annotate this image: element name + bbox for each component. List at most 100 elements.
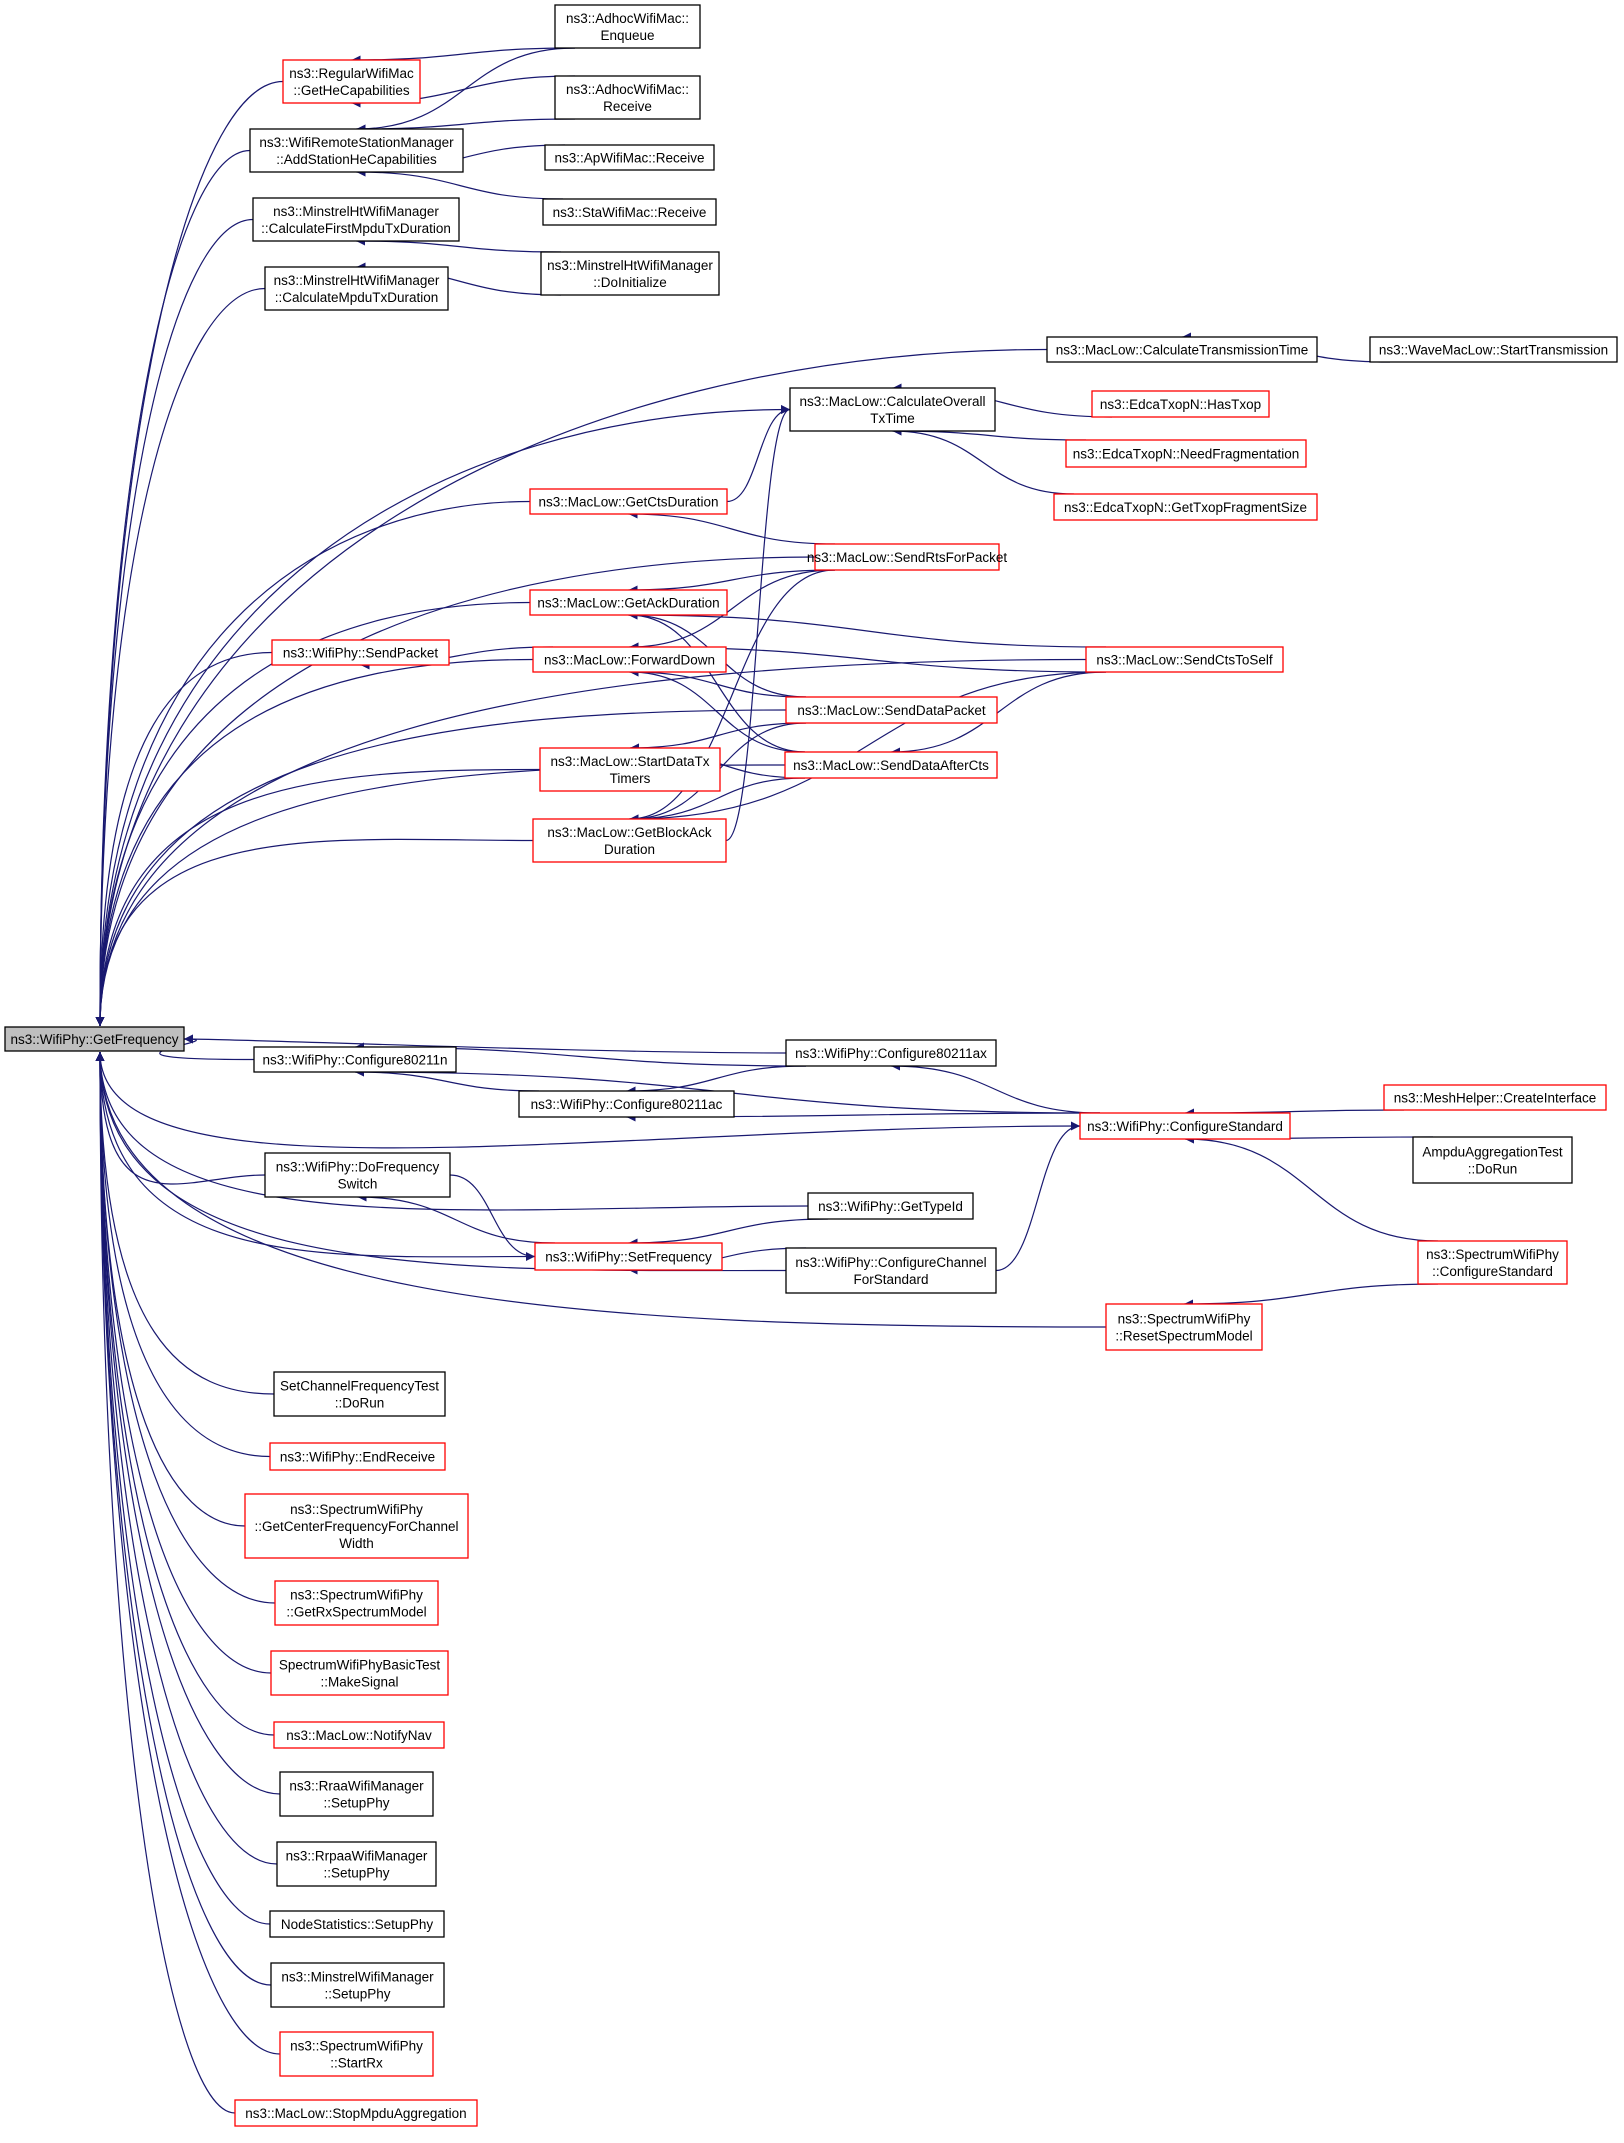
node-box[interactable]	[518, 1090, 735, 1118]
node-box[interactable]	[529, 589, 728, 616]
node-box[interactable]	[264, 1152, 451, 1198]
node-box[interactable]	[264, 266, 449, 311]
node-n11[interactable]: ns3::WaveMacLow::StartTransmission	[1369, 336, 1618, 363]
node-box[interactable]	[273, 1371, 446, 1417]
node-box[interactable]	[1417, 1240, 1568, 1285]
node-n16[interactable]: ns3::MacLow::GetCtsDuration	[529, 488, 728, 515]
node-n48[interactable]: ns3::SpectrumWifiPhy::StartRx	[279, 2031, 434, 2077]
node-box[interactable]	[269, 1442, 446, 1471]
node-box[interactable]	[1046, 336, 1318, 363]
node-n45[interactable]: ns3::RrpaaWifiManager::SetupPhy	[276, 1841, 437, 1887]
node-box[interactable]	[270, 1650, 449, 1696]
node-box[interactable]	[1085, 646, 1284, 673]
node-box[interactable]	[544, 144, 715, 171]
node-box[interactable]	[270, 1962, 445, 2008]
node-n24[interactable]: ns3::MacLow::SendDataAfterCts	[784, 751, 998, 779]
node-n3[interactable]: ns3::AdhocWifiMac::Receive	[554, 75, 701, 120]
node-n39[interactable]: ns3::WifiPhy::EndReceive	[269, 1442, 446, 1471]
node-box[interactable]	[1065, 439, 1307, 468]
node-box[interactable]	[807, 1192, 974, 1220]
node-box[interactable]	[785, 696, 998, 724]
node-box[interactable]	[554, 75, 701, 120]
node-box[interactable]	[540, 251, 720, 296]
node-n33[interactable]: ns3::WifiPhy::GetTypeId	[807, 1192, 974, 1220]
node-box[interactable]	[554, 4, 701, 49]
node-box[interactable]	[279, 1771, 434, 1817]
node-n35[interactable]: ns3::WifiPhy::ConfigureChannelForStandar…	[785, 1247, 997, 1294]
node-n17[interactable]: ns3::MacLow::SendRtsForPacket	[807, 543, 1008, 571]
node-box[interactable]	[1383, 1084, 1607, 1111]
node-box[interactable]	[1053, 493, 1318, 521]
node-box[interactable]	[273, 1721, 445, 1749]
node-n4[interactable]: ns3::WifiRemoteStationManager::AddStatio…	[249, 128, 464, 173]
node-box[interactable]	[234, 2099, 478, 2127]
node-n34[interactable]: ns3::WifiPhy::SetFrequency	[534, 1242, 723, 1271]
node-n49[interactable]: ns3::MacLow::StopMpduAggregation	[234, 2099, 478, 2127]
node-n31[interactable]: AmpduAggregationTest::DoRun	[1412, 1136, 1573, 1184]
node-box[interactable]	[532, 818, 727, 863]
node-n8[interactable]: ns3::MinstrelHtWifiManager::DoInitialize	[540, 251, 720, 296]
node-n15[interactable]: ns3::EdcaTxopN::GetTxopFragmentSize	[1053, 493, 1318, 521]
node-box[interactable]	[784, 751, 998, 779]
node-n22[interactable]: ns3::MacLow::SendDataPacket	[785, 696, 998, 724]
node-n20[interactable]: ns3::MacLow::ForwardDown	[532, 646, 727, 673]
node-n30[interactable]: ns3::MeshHelper::CreateInterface	[1383, 1084, 1607, 1111]
node-box[interactable]	[4, 1026, 185, 1052]
node-box[interactable]	[244, 1493, 469, 1559]
node-box[interactable]	[274, 1580, 439, 1626]
node-n5[interactable]: ns3::ApWifiMac::Receive	[544, 144, 715, 171]
node-n28[interactable]: ns3::WifiPhy::Configure80211ac	[518, 1090, 735, 1118]
node-n6[interactable]: ns3::StaWifiMac::Receive	[542, 198, 717, 226]
node-box[interactable]	[1412, 1136, 1573, 1184]
node-n42[interactable]: SpectrumWifiPhyBasicTest::MakeSignal	[270, 1650, 449, 1696]
node-box[interactable]	[271, 639, 450, 666]
node-n9[interactable]: ns3::MinstrelHtWifiManager::CalculateMpd…	[264, 266, 449, 311]
node-n41[interactable]: ns3::SpectrumWifiPhy::GetRxSpectrumModel	[274, 1580, 439, 1626]
node-n47[interactable]: ns3::MinstrelWifiManager::SetupPhy	[270, 1962, 445, 2008]
node-box[interactable]	[785, 1247, 997, 1294]
node-box[interactable]	[269, 1910, 445, 1938]
node-n1[interactable]: ns3::RegularWifiMac::GetHeCapabilities	[282, 59, 421, 104]
node-box[interactable]	[814, 543, 1000, 571]
node-box[interactable]	[1369, 336, 1618, 363]
node-n44[interactable]: ns3::RraaWifiManager::SetupPhy	[279, 1771, 434, 1817]
node-n46[interactable]: NodeStatistics::SetupPhy	[269, 1910, 445, 1938]
node-box[interactable]	[1079, 1112, 1291, 1140]
node-box[interactable]	[1091, 390, 1270, 418]
node-box[interactable]	[249, 128, 464, 173]
node-box[interactable]	[529, 488, 728, 515]
node-box[interactable]	[276, 1841, 437, 1887]
node-n7[interactable]: ns3::MinstrelHtWifiManager::CalculateFir…	[252, 197, 460, 242]
node-n2[interactable]: ns3::AdhocWifiMac::Enqueue	[554, 4, 701, 49]
node-n43[interactable]: ns3::MacLow::NotifyNav	[273, 1721, 445, 1749]
node-box[interactable]	[279, 2031, 434, 2077]
node-n21[interactable]: ns3::MacLow::SendCtsToSelf	[1085, 646, 1284, 673]
node-box[interactable]	[785, 1039, 997, 1067]
node-n38[interactable]: SetChannelFrequencyTest::DoRun	[273, 1371, 446, 1417]
node-n29[interactable]: ns3::WifiPhy::ConfigureStandard	[1079, 1112, 1291, 1140]
node-n13[interactable]: ns3::EdcaTxopN::HasTxop	[1091, 390, 1270, 418]
node-box[interactable]	[282, 59, 421, 104]
node-box[interactable]	[789, 387, 996, 432]
node-n26[interactable]: ns3::WifiPhy::Configure80211n	[253, 1046, 457, 1073]
node-n40[interactable]: ns3::SpectrumWifiPhy::GetCenterFrequency…	[244, 1493, 469, 1559]
node-n36[interactable]: ns3::SpectrumWifiPhy::ConfigureStandard	[1417, 1240, 1568, 1285]
node-n14[interactable]: ns3::EdcaTxopN::NeedFragmentation	[1065, 439, 1307, 468]
node-n18[interactable]: ns3::MacLow::GetAckDuration	[529, 589, 728, 616]
node-n37[interactable]: ns3::SpectrumWifiPhy::ResetSpectrumModel	[1105, 1303, 1263, 1351]
node-box[interactable]	[252, 197, 460, 242]
node-n10[interactable]: ns3::MacLow::CalculateTransmissionTime	[1046, 336, 1318, 363]
node-box[interactable]	[1105, 1303, 1263, 1351]
node-box[interactable]	[532, 646, 727, 673]
node-n19[interactable]: ns3::WifiPhy::SendPacket	[271, 639, 450, 666]
node-box[interactable]	[542, 198, 717, 226]
node-box[interactable]	[539, 747, 721, 792]
node-box[interactable]	[534, 1242, 723, 1271]
node-box[interactable]	[253, 1046, 457, 1073]
node-root[interactable]: ns3::WifiPhy::GetFrequency	[4, 1026, 185, 1052]
node-n27[interactable]: ns3::WifiPhy::Configure80211ax	[785, 1039, 997, 1067]
